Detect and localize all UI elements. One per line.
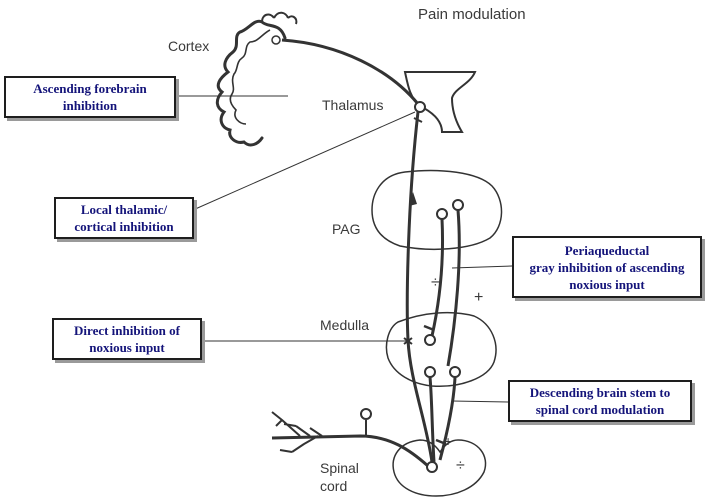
cortex-label: Cortex xyxy=(168,38,210,54)
ascending-tract xyxy=(405,111,434,463)
ascending-tick-thalamus xyxy=(413,117,423,123)
callout-local-thalamic-cortical-inhibition: Local thalamic/ cortical inhibition xyxy=(54,197,194,239)
cortex-thalamus-tract xyxy=(281,38,420,105)
callout-direct-inhibition: Direct inhibition of noxious input xyxy=(52,318,202,360)
cortex-surface-bumps xyxy=(261,11,298,25)
cortex-inner-folds xyxy=(229,29,271,125)
spinal-neuron xyxy=(426,461,438,473)
callout-periaqueductal-gray-inhibition: Periaqueductal gray inhibition of ascend… xyxy=(512,236,702,298)
medulla-descending-left xyxy=(428,376,436,463)
thalamus-neuron xyxy=(414,101,426,113)
pag-outline xyxy=(371,169,503,250)
spinal-synapse-tick xyxy=(435,438,447,446)
pag-descending-right xyxy=(446,209,461,367)
spinal-inhibition-sign: ÷ xyxy=(456,457,465,474)
spinal-excitation-sign: + xyxy=(444,433,453,449)
medulla-outline xyxy=(385,311,497,387)
pag-descending-left xyxy=(430,218,445,337)
drg-neuron xyxy=(360,408,372,420)
leader-periaqueductal xyxy=(451,265,513,269)
thalamus-structure xyxy=(403,71,477,133)
medulla-descending-right xyxy=(438,376,457,461)
medulla-neuron-lower-right xyxy=(449,366,461,378)
spinal-cord-label: Spinal cord xyxy=(320,460,359,494)
cortex-neuron xyxy=(271,35,281,45)
ascending-arrowhead xyxy=(409,192,417,206)
callout-ascending-forebrain-inhibition: Ascending forebrain inhibition xyxy=(4,76,176,118)
medulla-label: Medulla xyxy=(320,317,370,333)
pag-neuron-right xyxy=(452,199,464,211)
leader-local-thalamic xyxy=(192,111,416,211)
spinal-cord-outline xyxy=(392,439,487,497)
peripheral-nerve xyxy=(271,434,429,468)
medulla-neuron-upper xyxy=(424,334,436,346)
pag-label: PAG xyxy=(332,221,361,237)
thalamus-label: Thalamus xyxy=(322,97,384,113)
pag-neuron-left xyxy=(436,208,448,220)
pag-inhibition-sign: ÷ xyxy=(431,274,440,291)
nerve-branches xyxy=(271,411,323,453)
diagram-title: Pain modulation xyxy=(418,6,526,23)
pag-synapse-tick xyxy=(423,324,435,332)
leader-descending xyxy=(451,400,509,403)
callout-descending-brainstem-modulation: Descending brain stem to spinal cord mod… xyxy=(508,380,692,422)
medulla-neuron-lower-left xyxy=(424,366,436,378)
pag-excitation-sign: + xyxy=(474,289,484,306)
cortex-outline xyxy=(215,19,287,147)
